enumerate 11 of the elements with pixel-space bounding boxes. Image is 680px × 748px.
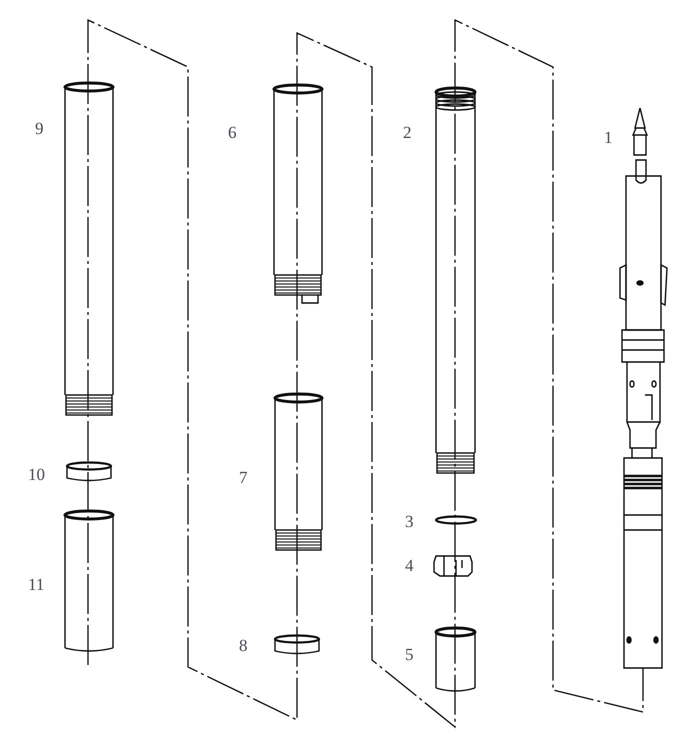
callout-number: 5 — [405, 646, 414, 663]
callout-number: 3 — [405, 513, 414, 530]
callout-number: 2 — [403, 124, 412, 141]
callout-number: 6 — [228, 124, 236, 141]
callout-number: 1 — [604, 129, 612, 146]
callout-number: 8 — [239, 637, 248, 654]
callout-number: 10 — [28, 466, 45, 483]
callout-number: 9 — [35, 120, 44, 137]
callout-number: 11 — [28, 576, 44, 593]
callout-number: 7 — [239, 469, 248, 486]
callout-number: 4 — [405, 557, 414, 574]
